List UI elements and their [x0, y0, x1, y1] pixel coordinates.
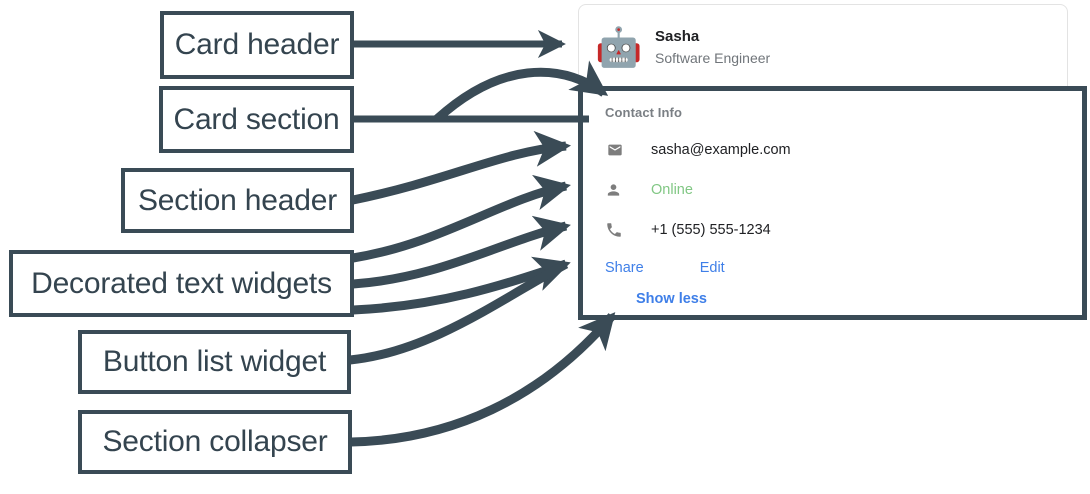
callout-label: Decorated text widgets	[31, 266, 332, 300]
share-button[interactable]: Share	[605, 260, 644, 276]
callout-section-header: Section header	[121, 168, 354, 233]
callout-card-header: Card header	[160, 11, 354, 79]
email-icon	[605, 140, 627, 160]
card-header-text: Sasha Software Engineer	[655, 27, 770, 69]
card-section-content: Contact Info sasha@example.com Online	[583, 91, 1082, 308]
decorated-text-widget-phone: +1 (555) 555-1234	[605, 213, 1082, 247]
callout-label: Section collapser	[102, 425, 328, 458]
robot-avatar-icon: 🤖	[595, 27, 643, 69]
arrow-text-widget-3	[352, 256, 571, 315]
arrow-section-collapser	[350, 312, 616, 447]
card-subtitle: Software Engineer	[655, 50, 771, 66]
arrow-section-header	[352, 130, 572, 205]
decorated-text-widget-email: sasha@example.com	[605, 133, 1082, 167]
callout-label: Card header	[174, 28, 340, 61]
callout-label: Section header	[137, 183, 337, 217]
arrow-button-list	[349, 260, 569, 365]
person-icon	[605, 180, 627, 200]
callout-card-section: Card section	[159, 86, 354, 153]
arrow-text-widget-2	[352, 215, 571, 289]
button-list-widget: Share Edit	[605, 253, 1082, 283]
section-header: Contact Info	[605, 105, 683, 120]
decorated-text-value: +1 (555) 555-1234	[651, 222, 771, 238]
callout-section-collapser: Section collapser	[78, 410, 352, 474]
callout-label: Button list widget	[102, 345, 327, 378]
phone-icon	[605, 220, 627, 240]
card-header: 🤖 Sasha Software Engineer	[579, 5, 1067, 89]
decorated-text-widget-status: Online	[605, 173, 1082, 207]
callout-label: Card section	[173, 102, 340, 136]
callout-button-list-widget: Button list widget	[78, 330, 351, 394]
arrow-text-widget-1	[352, 174, 571, 263]
card-section: Contact Info sasha@example.com Online	[578, 86, 1087, 320]
decorated-text-value: Online	[651, 182, 693, 198]
decorated-text-value: sasha@example.com	[651, 142, 791, 158]
card-title: Sasha	[655, 28, 700, 45]
callout-decorated-text-widgets: Decorated text widgets	[9, 250, 354, 317]
edit-button[interactable]: Edit	[699, 260, 725, 276]
show-less-button[interactable]: Show less	[636, 291, 707, 307]
